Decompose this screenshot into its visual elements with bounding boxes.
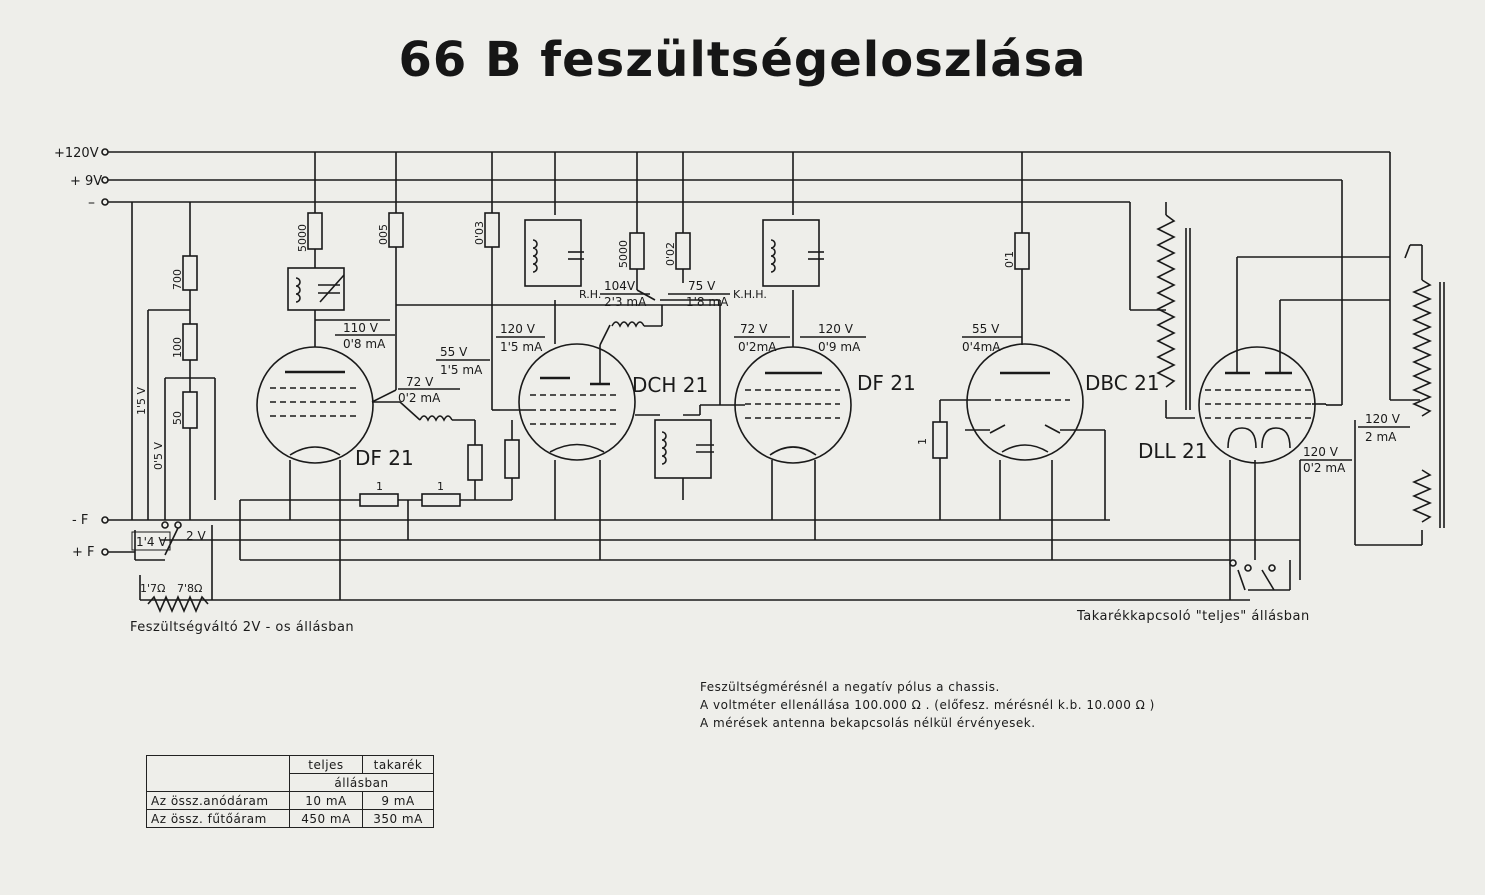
reading-dll21-a-ma: 2 mA (1365, 430, 1397, 444)
tube-label-dll21: DLL 21 (1138, 439, 1208, 463)
oscillator-feed (629, 152, 721, 405)
rail-label-minus-f: - F (72, 513, 88, 528)
reading-df21a-v: 110 V (343, 321, 379, 335)
reading-df21a-ma: 0'8 mA (343, 337, 386, 351)
reading-dch21-g-v: 55 V (440, 345, 468, 359)
df21-anode-circuit (287, 152, 720, 403)
table-row-label: Az össz.anódáram (146, 791, 290, 810)
reading-dbc21-v: 55 V (972, 322, 1000, 336)
tube-dbc21 (932, 152, 1106, 560)
reading-df21b-g-v: 72 V (740, 322, 768, 336)
reading-df21b-g-ma: 0'2mA (738, 340, 777, 354)
reading-khh-ma: 1'8 mA (686, 295, 729, 309)
switch-label-1-4v: 1'4 V (136, 535, 167, 549)
voltage-label-0-5v: 0'5 V (152, 441, 165, 470)
table-header-eco: takarék (362, 755, 434, 774)
reading-dll21-g-ma: 0'2 mA (1303, 461, 1346, 475)
tube-label-df21-if: DF 21 (857, 371, 916, 395)
table-cell-full: 10 mA (289, 791, 363, 810)
resistor-label-50: 50 (171, 411, 184, 425)
rail-label-plus-f: + F (72, 545, 95, 560)
label-khh: K.H.H. (733, 288, 767, 301)
reading-rh-ma: 2'3 mA (604, 295, 647, 309)
supply-rails (101, 148, 1390, 556)
table-corner-cell (146, 755, 290, 792)
table-row: Az össz. fűtőáram 450 mA 350 mA (146, 809, 434, 828)
table-header-row: teljes takarék (146, 755, 434, 792)
reading-dch21-a-v: 120 V (500, 322, 536, 336)
resistor-label-1c: 1 (916, 438, 929, 445)
reading-dch21-a-ma: 1'5 mA (500, 340, 543, 354)
reading-df21b-a-v: 120 V (818, 322, 854, 336)
table-row: Az össz.anódáram 10 mA 9 mA (146, 791, 434, 810)
bias-resistor-chain (359, 420, 520, 540)
note-line: A mérések antenna bekapcsolás nélkül érv… (700, 716, 1036, 730)
reading-df21b-a-ma: 0'9 mA (818, 340, 861, 354)
reading-dbc21-ma: 0'4mA (962, 340, 1001, 354)
output-transformer (1354, 152, 1445, 546)
reading-dch21-g-ma: 1'5 mA (440, 363, 483, 377)
resistor-label-5000-osc: 5000 (617, 240, 630, 268)
table-cell-eco: 9 mA (362, 791, 434, 810)
tube-label-dbc21: DBC 21 (1085, 371, 1160, 395)
reading-dll21-g-v: 120 V (1303, 445, 1339, 459)
bias-divider (131, 202, 216, 520)
current-table: teljes takarék állásban Az össz.anódáram… (146, 755, 434, 828)
rail-label-plus9: + 9V (70, 174, 102, 189)
resistor-label-5000-df21: 5000 (296, 224, 309, 252)
tube-df21-rf (256, 320, 483, 600)
resistor-label-1a: 1 (376, 480, 383, 493)
rail-label-minus: – (88, 195, 95, 211)
resistor-label-002: 0'02 (664, 242, 677, 266)
resistor-label-700: 700 (171, 269, 184, 290)
caption-selector: Feszültségváltó 2V - os állásban (130, 620, 355, 635)
note-line: Feszültségmérésnél a negatív pólus a cha… (700, 680, 1000, 694)
resistor-label-005: 005 (377, 224, 390, 245)
tube-dch21 (484, 152, 728, 560)
switch-label-7-8-ohm: 7'8Ω (177, 582, 202, 595)
note-line: A voltméter ellenállása 100.000 Ω . (elő… (700, 698, 1155, 712)
table-cell-full: 450 mA (289, 809, 363, 828)
tube-label-dch21: DCH 21 (632, 373, 708, 397)
resistor-label-01: 0'1 (1003, 251, 1016, 268)
label-rh: R.H. (579, 288, 601, 301)
measurement-notes: Feszültségmérésnél a negatív pólus a cha… (700, 678, 1155, 732)
filament-rails (108, 499, 1300, 614)
reading-df21a-g-v: 72 V (406, 375, 434, 389)
tube-dll21 (1198, 180, 1390, 600)
table-header-full: teljes (289, 755, 363, 774)
reading-rh-v: 104V (604, 279, 636, 293)
filament-selector-switch (131, 521, 182, 561)
resistor-label-003: 0'03 (473, 221, 486, 245)
voltage-label-1-5v: 1'5 V (135, 386, 148, 415)
resistor-label-1b: 1 (437, 480, 444, 493)
tube-label-df21-rf: DF 21 (355, 446, 414, 470)
reading-dll21-a-v: 120 V (1365, 412, 1401, 426)
reading-khh-v: 75 V (688, 279, 716, 293)
interstage-transformer (1156, 202, 1195, 419)
reading-df21a-g-ma: 0'2 mA (398, 391, 441, 405)
economy-switch (1229, 559, 1291, 591)
switch-label-1-7-ohm: 1'7Ω (140, 582, 165, 595)
caption-economy: Takarékkapcsoló "teljes" állásban (1077, 609, 1310, 624)
table-cell-eco: 350 mA (362, 809, 434, 828)
rail-label-plus120: +120V (54, 146, 99, 161)
tube-df21-if (728, 152, 852, 540)
table-row-label: Az össz. fűtőáram (146, 809, 290, 828)
table-subheader: állásban (289, 773, 434, 792)
switch-label-2v: 2 V (186, 529, 206, 543)
page-title: 66 B feszültségeloszlása (398, 32, 1087, 88)
resistor-label-100: 100 (171, 337, 184, 358)
table-subheader-row: állásban (147, 773, 434, 792)
